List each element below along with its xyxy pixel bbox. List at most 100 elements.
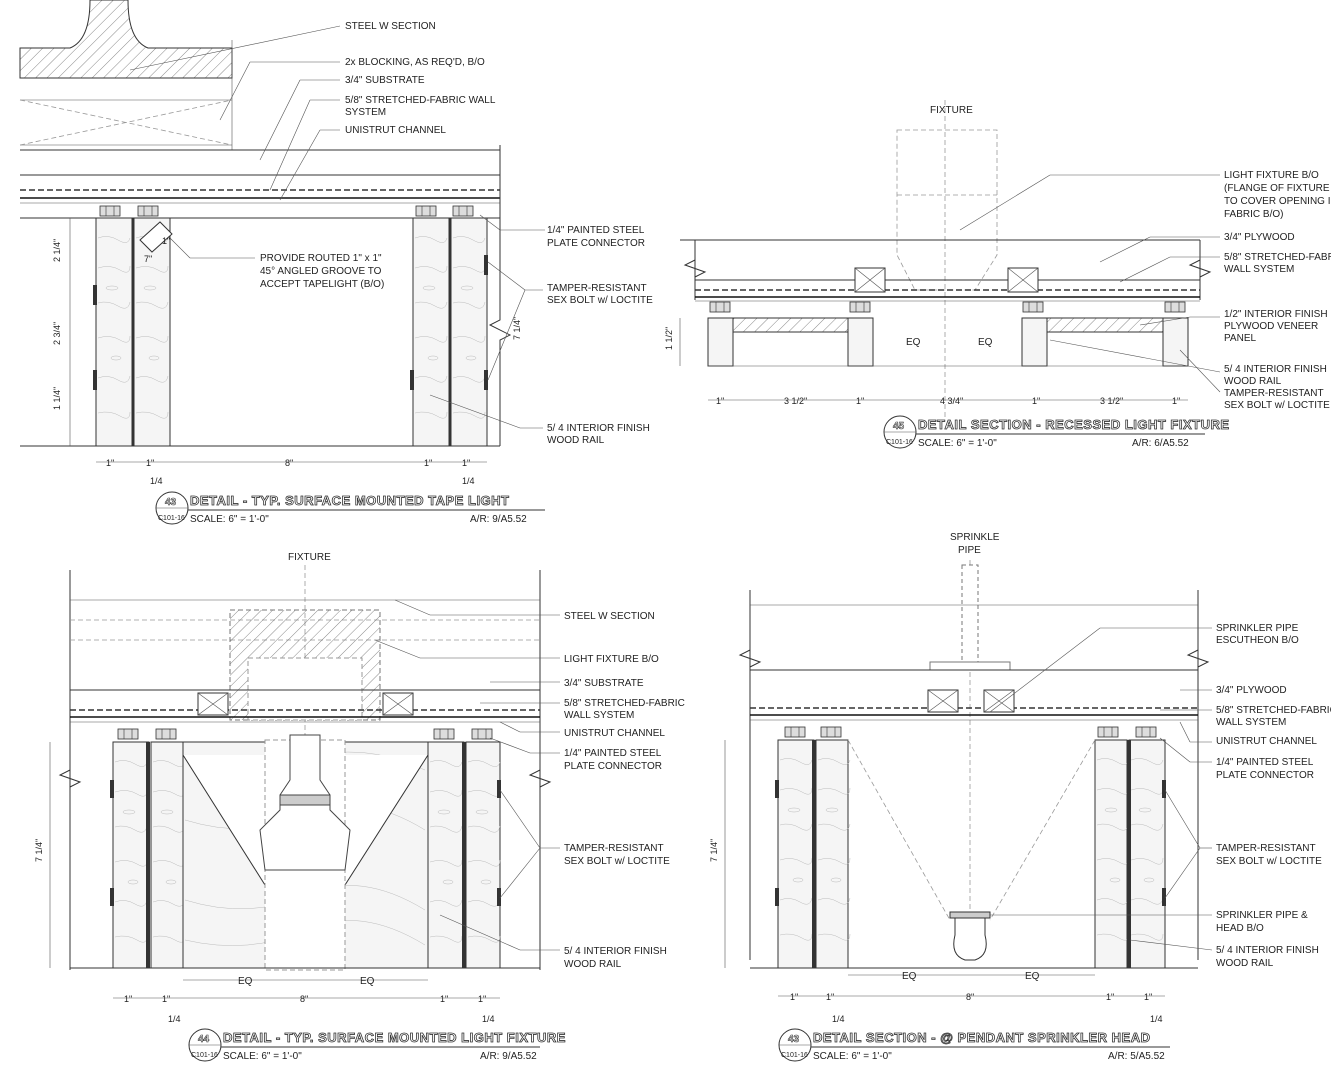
svg-text:ACCEPT TAPELIGHT (B/O): ACCEPT TAPELIGHT (B/O) xyxy=(260,279,384,290)
svg-text:5/8" STRETCHED-FABRIC: 5/8" STRETCHED-FABRIC xyxy=(1224,252,1331,263)
svg-text:C101-16: C101-16 xyxy=(886,439,913,446)
tape-left-dims: 2 1/4" 2 3/4" 1 1/4" xyxy=(52,239,62,410)
svg-text:3/4" SUBSTRATE: 3/4" SUBSTRATE xyxy=(564,678,644,689)
svg-text:3/4" PLYWOOD: 3/4" PLYWOOD xyxy=(1224,232,1295,243)
svg-text:1": 1" xyxy=(124,994,132,1004)
svg-text:FIXTURE: FIXTURE xyxy=(930,105,973,116)
svg-text:3/4" PLYWOOD: 3/4" PLYWOOD xyxy=(1216,685,1287,696)
svg-text:7": 7" xyxy=(144,254,152,264)
svg-text:1/4" PAINTED STEEL: 1/4" PAINTED STEEL xyxy=(1216,757,1314,768)
svg-text:5/ 4 INTERIOR FINISH: 5/ 4 INTERIOR FINISH xyxy=(547,423,650,434)
svg-text:1": 1" xyxy=(146,458,154,468)
svg-text:TAMPER-RESISTANT: TAMPER-RESISTANT xyxy=(1216,843,1316,854)
svg-text:1/2" INTERIOR FINISH: 1/2" INTERIOR FINISH xyxy=(1224,309,1328,320)
svg-text:8": 8" xyxy=(966,992,974,1002)
svg-text:43: 43 xyxy=(788,1034,800,1045)
svg-text:1 1/2": 1 1/2" xyxy=(664,327,674,350)
svg-text:PLATE CONNECTOR: PLATE CONNECTOR xyxy=(547,238,645,249)
svg-text:1": 1" xyxy=(716,396,724,406)
svg-text:5/ 4 INTERIOR FINISH: 5/ 4 INTERIOR FINISH xyxy=(1216,945,1319,956)
svg-text:1": 1" xyxy=(440,994,448,1004)
svg-text:7 1/4": 7 1/4" xyxy=(709,839,719,862)
svg-text:1": 1" xyxy=(462,458,470,468)
svg-text:3 1/2": 3 1/2" xyxy=(784,396,807,406)
sprinkler-labels: SPRINKLE PIPE SPRINKLER PIPE ESCUTHEON B… xyxy=(950,532,1331,969)
detail-tape-light: 2 1/4" 2 3/4" 1 1/4" 7 1/4" 1" 1" 8" 1" … xyxy=(19,0,653,525)
svg-text:3/4" SUBSTRATE: 3/4" SUBSTRATE xyxy=(345,75,425,86)
svg-text:EQ: EQ xyxy=(902,971,917,982)
svg-text:5/8" STRETCHED-FABRIC WALL: 5/8" STRETCHED-FABRIC WALL xyxy=(345,95,496,106)
svg-text:45° ANGLED GROOVE TO: 45° ANGLED GROOVE TO xyxy=(260,266,382,277)
svg-text:1": 1" xyxy=(424,458,432,468)
tape-labels: STEEL W SECTION 2x BLOCKING, AS REQ'D, B… xyxy=(260,21,653,446)
svg-text:SEX BOLT w/ LOCTITE: SEX BOLT w/ LOCTITE xyxy=(564,856,670,867)
svg-text:WOOD RAIL: WOOD RAIL xyxy=(1224,376,1282,387)
svg-text:1": 1" xyxy=(826,992,834,1002)
svg-text:2 3/4": 2 3/4" xyxy=(52,322,62,345)
svg-text:WOOD RAIL: WOOD RAIL xyxy=(564,959,622,970)
svg-text:5/ 4 INTERIOR FINISH: 5/ 4 INTERIOR FINISH xyxy=(1224,364,1327,375)
svg-text:PLATE CONNECTOR: PLATE CONNECTOR xyxy=(564,761,662,772)
svg-text:EQ: EQ xyxy=(238,976,253,987)
recessed-title-block: 45 C101-16 DETAIL SECTION - RECESSED LIG… xyxy=(883,415,1229,449)
svg-text:1": 1" xyxy=(162,994,170,1004)
surface-labels: FIXTURE STEEL W SECTION LIGHT FIXTURE B/… xyxy=(288,552,685,970)
svg-text:SYSTEM: SYSTEM xyxy=(345,107,386,118)
svg-text:5/8" STRETCHED-FABRIC: 5/8" STRETCHED-FABRIC xyxy=(1216,705,1331,716)
svg-text:TO COVER OPENING IN: TO COVER OPENING IN xyxy=(1224,196,1331,207)
tape-title-block: 43 C101-16 DETAIL - TYP. SURFACE MOUNTED… xyxy=(155,491,545,525)
surface-title-block: 44 C101-16 DETAIL - TYP. SURFACE MOUNTED… xyxy=(188,1028,566,1062)
svg-text:PIPE: PIPE xyxy=(958,545,981,556)
svg-text:7 1/4": 7 1/4" xyxy=(512,317,522,340)
svg-text:45: 45 xyxy=(893,421,905,432)
sprinkler-title-block: 43 C101-16 DETAIL SECTION - @ PENDANT SP… xyxy=(778,1028,1170,1062)
svg-text:1/4" PAINTED STEEL: 1/4" PAINTED STEEL xyxy=(547,225,645,236)
svg-text:1": 1" xyxy=(1106,992,1114,1002)
svg-text:8": 8" xyxy=(285,458,293,468)
detail-surface-light: 7 1/4" EQ EQ 1" 1" 8" 1" 1" 1/4 1/4 FIXT… xyxy=(34,552,685,1062)
svg-text:EQ: EQ xyxy=(978,337,993,348)
svg-text:HEAD B/O: HEAD B/O xyxy=(1216,923,1264,934)
svg-text:EQ: EQ xyxy=(1025,971,1040,982)
svg-text:1/4: 1/4 xyxy=(482,1014,495,1024)
svg-text:(FLANGE OF FIXTURE: (FLANGE OF FIXTURE xyxy=(1224,183,1330,194)
detail-recessed-light: 1 1/2" 1" 3 1/2" 1" 4 3/4" 1" 3 1/2" 1" … xyxy=(664,100,1331,449)
svg-text:1": 1" xyxy=(1172,396,1180,406)
svg-text:A/R: 5/A5.52: A/R: 5/A5.52 xyxy=(1108,1051,1165,1062)
svg-text:FABRIC B/O): FABRIC B/O) xyxy=(1224,209,1283,220)
svg-text:STEEL W SECTION: STEEL W SECTION xyxy=(564,611,655,622)
svg-text:WALL SYSTEM: WALL SYSTEM xyxy=(1224,264,1294,275)
svg-text:1/4: 1/4 xyxy=(150,476,163,486)
svg-text:1/4" PAINTED STEEL: 1/4" PAINTED STEEL xyxy=(564,748,662,759)
svg-text:UNISTRUT CHANNEL: UNISTRUT CHANNEL xyxy=(345,125,446,136)
svg-text:UNISTRUT CHANNEL: UNISTRUT CHANNEL xyxy=(564,728,665,739)
svg-text:1": 1" xyxy=(162,236,170,246)
svg-text:EQ: EQ xyxy=(906,337,921,348)
svg-text:1 1/4": 1 1/4" xyxy=(52,387,62,410)
svg-text:WOOD RAIL: WOOD RAIL xyxy=(1216,958,1274,969)
svg-text:5/8" STRETCHED-FABRIC: 5/8" STRETCHED-FABRIC xyxy=(564,698,685,709)
svg-text:WALL SYSTEM: WALL SYSTEM xyxy=(1216,717,1286,728)
svg-text:TAMPER-RESISTANT: TAMPER-RESISTANT xyxy=(564,843,664,854)
recessed-labels: FIXTURE LIGHT FIXTURE B/O (FLANGE OF FIX… xyxy=(930,105,1331,411)
svg-text:A/R: 9/A5.52: A/R: 9/A5.52 xyxy=(480,1051,537,1062)
svg-text:SPRINKLER PIPE &: SPRINKLER PIPE & xyxy=(1216,910,1308,921)
svg-text:SPRINKLER PIPE: SPRINKLER PIPE xyxy=(1216,623,1299,634)
svg-text:TAMPER-RESISTANT: TAMPER-RESISTANT xyxy=(1224,388,1324,399)
svg-text:1": 1" xyxy=(106,458,114,468)
svg-text:4 3/4": 4 3/4" xyxy=(940,396,963,406)
svg-text:ESCUTHEON B/O: ESCUTHEON B/O xyxy=(1216,635,1299,646)
svg-text:SCALE: 6" = 1'-0": SCALE: 6" = 1'-0" xyxy=(813,1051,892,1062)
svg-text:1/4: 1/4 xyxy=(832,1014,845,1024)
svg-text:SEX BOLT w/ LOCTITE: SEX BOLT w/ LOCTITE xyxy=(1216,856,1322,867)
svg-text:C101-16: C101-16 xyxy=(191,1052,218,1059)
svg-text:WOOD RAIL: WOOD RAIL xyxy=(547,435,605,446)
svg-text:SCALE: 6" = 1'-0": SCALE: 6" = 1'-0" xyxy=(223,1051,302,1062)
svg-text:1": 1" xyxy=(1032,396,1040,406)
svg-text:DETAIL - TYP. SURFACE MOUNTED: DETAIL - TYP. SURFACE MOUNTED TAPE LIGHT xyxy=(190,493,510,508)
svg-text:SEX BOLT w/ LOCTITE: SEX BOLT w/ LOCTITE xyxy=(547,295,653,306)
svg-text:2 1/4": 2 1/4" xyxy=(52,239,62,262)
svg-text:PLATE CONNECTOR: PLATE CONNECTOR xyxy=(1216,770,1314,781)
svg-text:C101-16: C101-16 xyxy=(781,1052,808,1059)
